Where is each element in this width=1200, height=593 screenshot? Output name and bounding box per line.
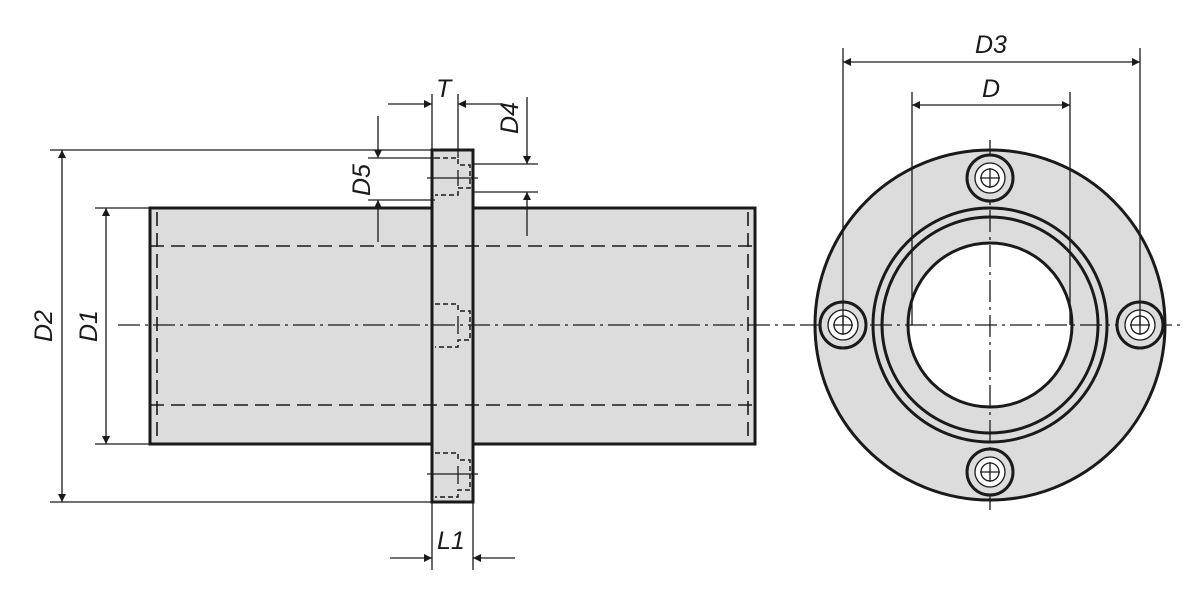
label-d1: D1 bbox=[75, 310, 103, 342]
dimension-l1: L1 bbox=[390, 502, 515, 570]
label-d5: D5 bbox=[348, 164, 376, 196]
dimension-d: D bbox=[911, 75, 1071, 325]
dimension-d2: D2 bbox=[30, 149, 432, 503]
label-d2: D2 bbox=[30, 310, 58, 342]
side-view: D2 D1 D5 D4 bbox=[30, 75, 795, 570]
label-t: T bbox=[436, 75, 453, 103]
flange-hole-top bbox=[427, 157, 478, 196]
front-view: D3 D bbox=[800, 31, 1180, 510]
label-d: D bbox=[982, 75, 1000, 103]
flange bbox=[430, 148, 475, 504]
label-l1: L1 bbox=[437, 527, 465, 555]
dimension-d4: D4 bbox=[473, 97, 538, 236]
flange-hole-middle bbox=[435, 303, 471, 348]
dimension-d3: D3 bbox=[842, 31, 1141, 325]
dimension-t: T bbox=[388, 75, 503, 158]
flange-hole-bottom bbox=[427, 452, 478, 498]
dimension-d5: D5 bbox=[348, 116, 435, 242]
dimension-d1: D1 bbox=[75, 207, 150, 445]
label-d3: D3 bbox=[975, 31, 1007, 59]
label-d4: D4 bbox=[496, 102, 524, 134]
